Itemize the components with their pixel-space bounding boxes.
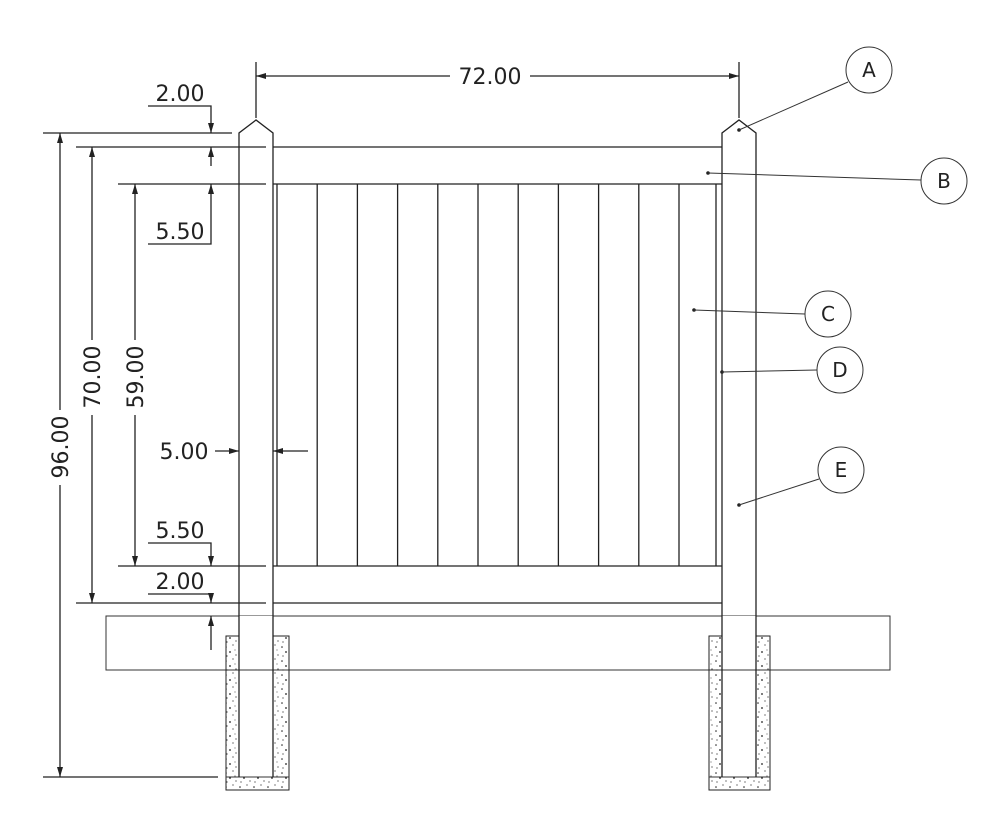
dim-top-small: 2.00 5.50 — [148, 82, 214, 245]
svg-text:D: D — [832, 358, 847, 382]
post-right — [721, 119, 757, 777]
svg-text:E: E — [835, 458, 848, 482]
callout-a: A — [737, 46, 893, 132]
concrete-footing-right — [708, 616, 771, 791]
dim-ground-gap: 2.00 — [156, 570, 205, 595]
callout-d: D — [720, 346, 864, 394]
top-rail — [273, 146, 722, 185]
pickets — [276, 184, 680, 566]
dim-panel-height: 70.00 — [81, 147, 106, 603]
bottom-rail — [273, 565, 722, 604]
dim-59: 59.00 — [124, 346, 149, 409]
svg-text:C: C — [821, 302, 835, 326]
dim-bottom-rail: 5.50 — [156, 519, 205, 544]
concrete-footing-left — [225, 616, 290, 791]
svg-text:B: B — [937, 169, 951, 193]
dim-72: 72.00 — [459, 65, 522, 90]
ground-hatch — [105, 615, 891, 671]
dim-top-rail: 5.50 — [156, 220, 205, 245]
dim-5: 5.00 — [160, 440, 209, 465]
dim-overall-height: 96.00 — [49, 133, 74, 777]
dim-cap: 2.00 — [156, 82, 205, 107]
dim-96: 96.00 — [49, 416, 74, 479]
extension-lines — [43, 62, 740, 778]
dim-bottom-small: 5.50 2.00 — [148, 519, 214, 650]
svg-text:A: A — [862, 58, 876, 82]
dim-post-spacing: 72.00 — [256, 65, 739, 90]
dim-picket-height: 59.00 — [124, 184, 149, 566]
callout-e: E — [737, 446, 865, 507]
dim-70: 70.00 — [81, 346, 106, 409]
callout-c: C — [692, 290, 852, 338]
dim-post-width: 5.00 — [160, 440, 308, 465]
post-left — [238, 119, 274, 777]
callout-b: B — [706, 157, 968, 205]
